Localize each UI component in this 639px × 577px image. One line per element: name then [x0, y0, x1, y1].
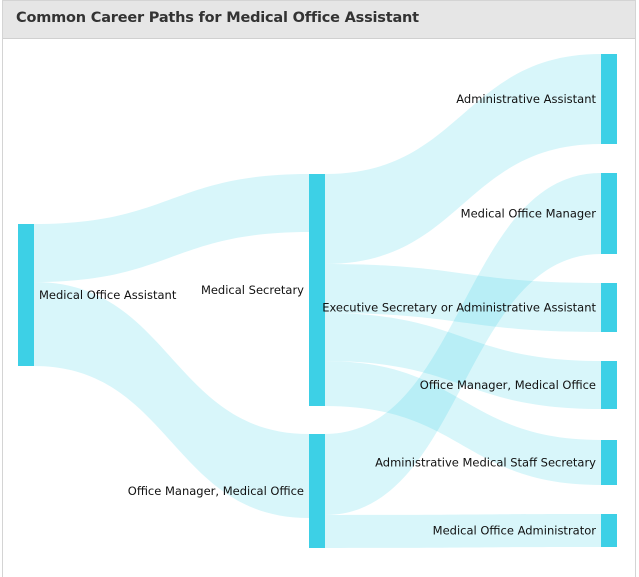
node-moad[interactable]	[601, 514, 617, 547]
page-title: Common Career Paths for Medical Office A…	[16, 10, 419, 26]
node-mom[interactable]	[601, 173, 617, 254]
link-ms-es[interactable]	[325, 264, 601, 332]
link-om1-moad[interactable]	[325, 514, 601, 548]
panel-header: Common Career Paths for Medical Office A…	[3, 1, 635, 39]
node-label-es: Executive Secretary or Administrative As…	[322, 301, 596, 315]
node-label-aa: Administrative Assistant	[456, 92, 596, 106]
node-aa[interactable]	[601, 54, 617, 144]
node-label-om1: Office Manager, Medical Office	[128, 484, 304, 498]
node-label-moad: Medical Office Administrator	[433, 524, 597, 538]
node-om2[interactable]	[601, 361, 617, 409]
node-ms[interactable]	[309, 174, 325, 406]
link-ms-om2[interactable]	[325, 313, 601, 409]
link-moa-ms[interactable]	[34, 174, 309, 282]
node-label-ms: Medical Secretary	[201, 283, 304, 297]
node-om1[interactable]	[309, 434, 325, 548]
link-ms-aa[interactable]	[325, 54, 601, 264]
node-moa[interactable]	[18, 224, 34, 366]
link-ms-amss[interactable]	[325, 361, 601, 485]
node-label-amss: Administrative Medical Staff Secretary	[375, 456, 596, 470]
node-label-om2: Office Manager, Medical Office	[420, 378, 596, 392]
link-om1-mom[interactable]	[325, 173, 601, 515]
node-label-mom: Medical Office Manager	[461, 207, 597, 221]
node-label-moa: Medical Office Assistant	[39, 288, 177, 302]
node-amss[interactable]	[601, 440, 617, 485]
link-moa-om1[interactable]	[34, 282, 309, 518]
node-es[interactable]	[601, 283, 617, 332]
